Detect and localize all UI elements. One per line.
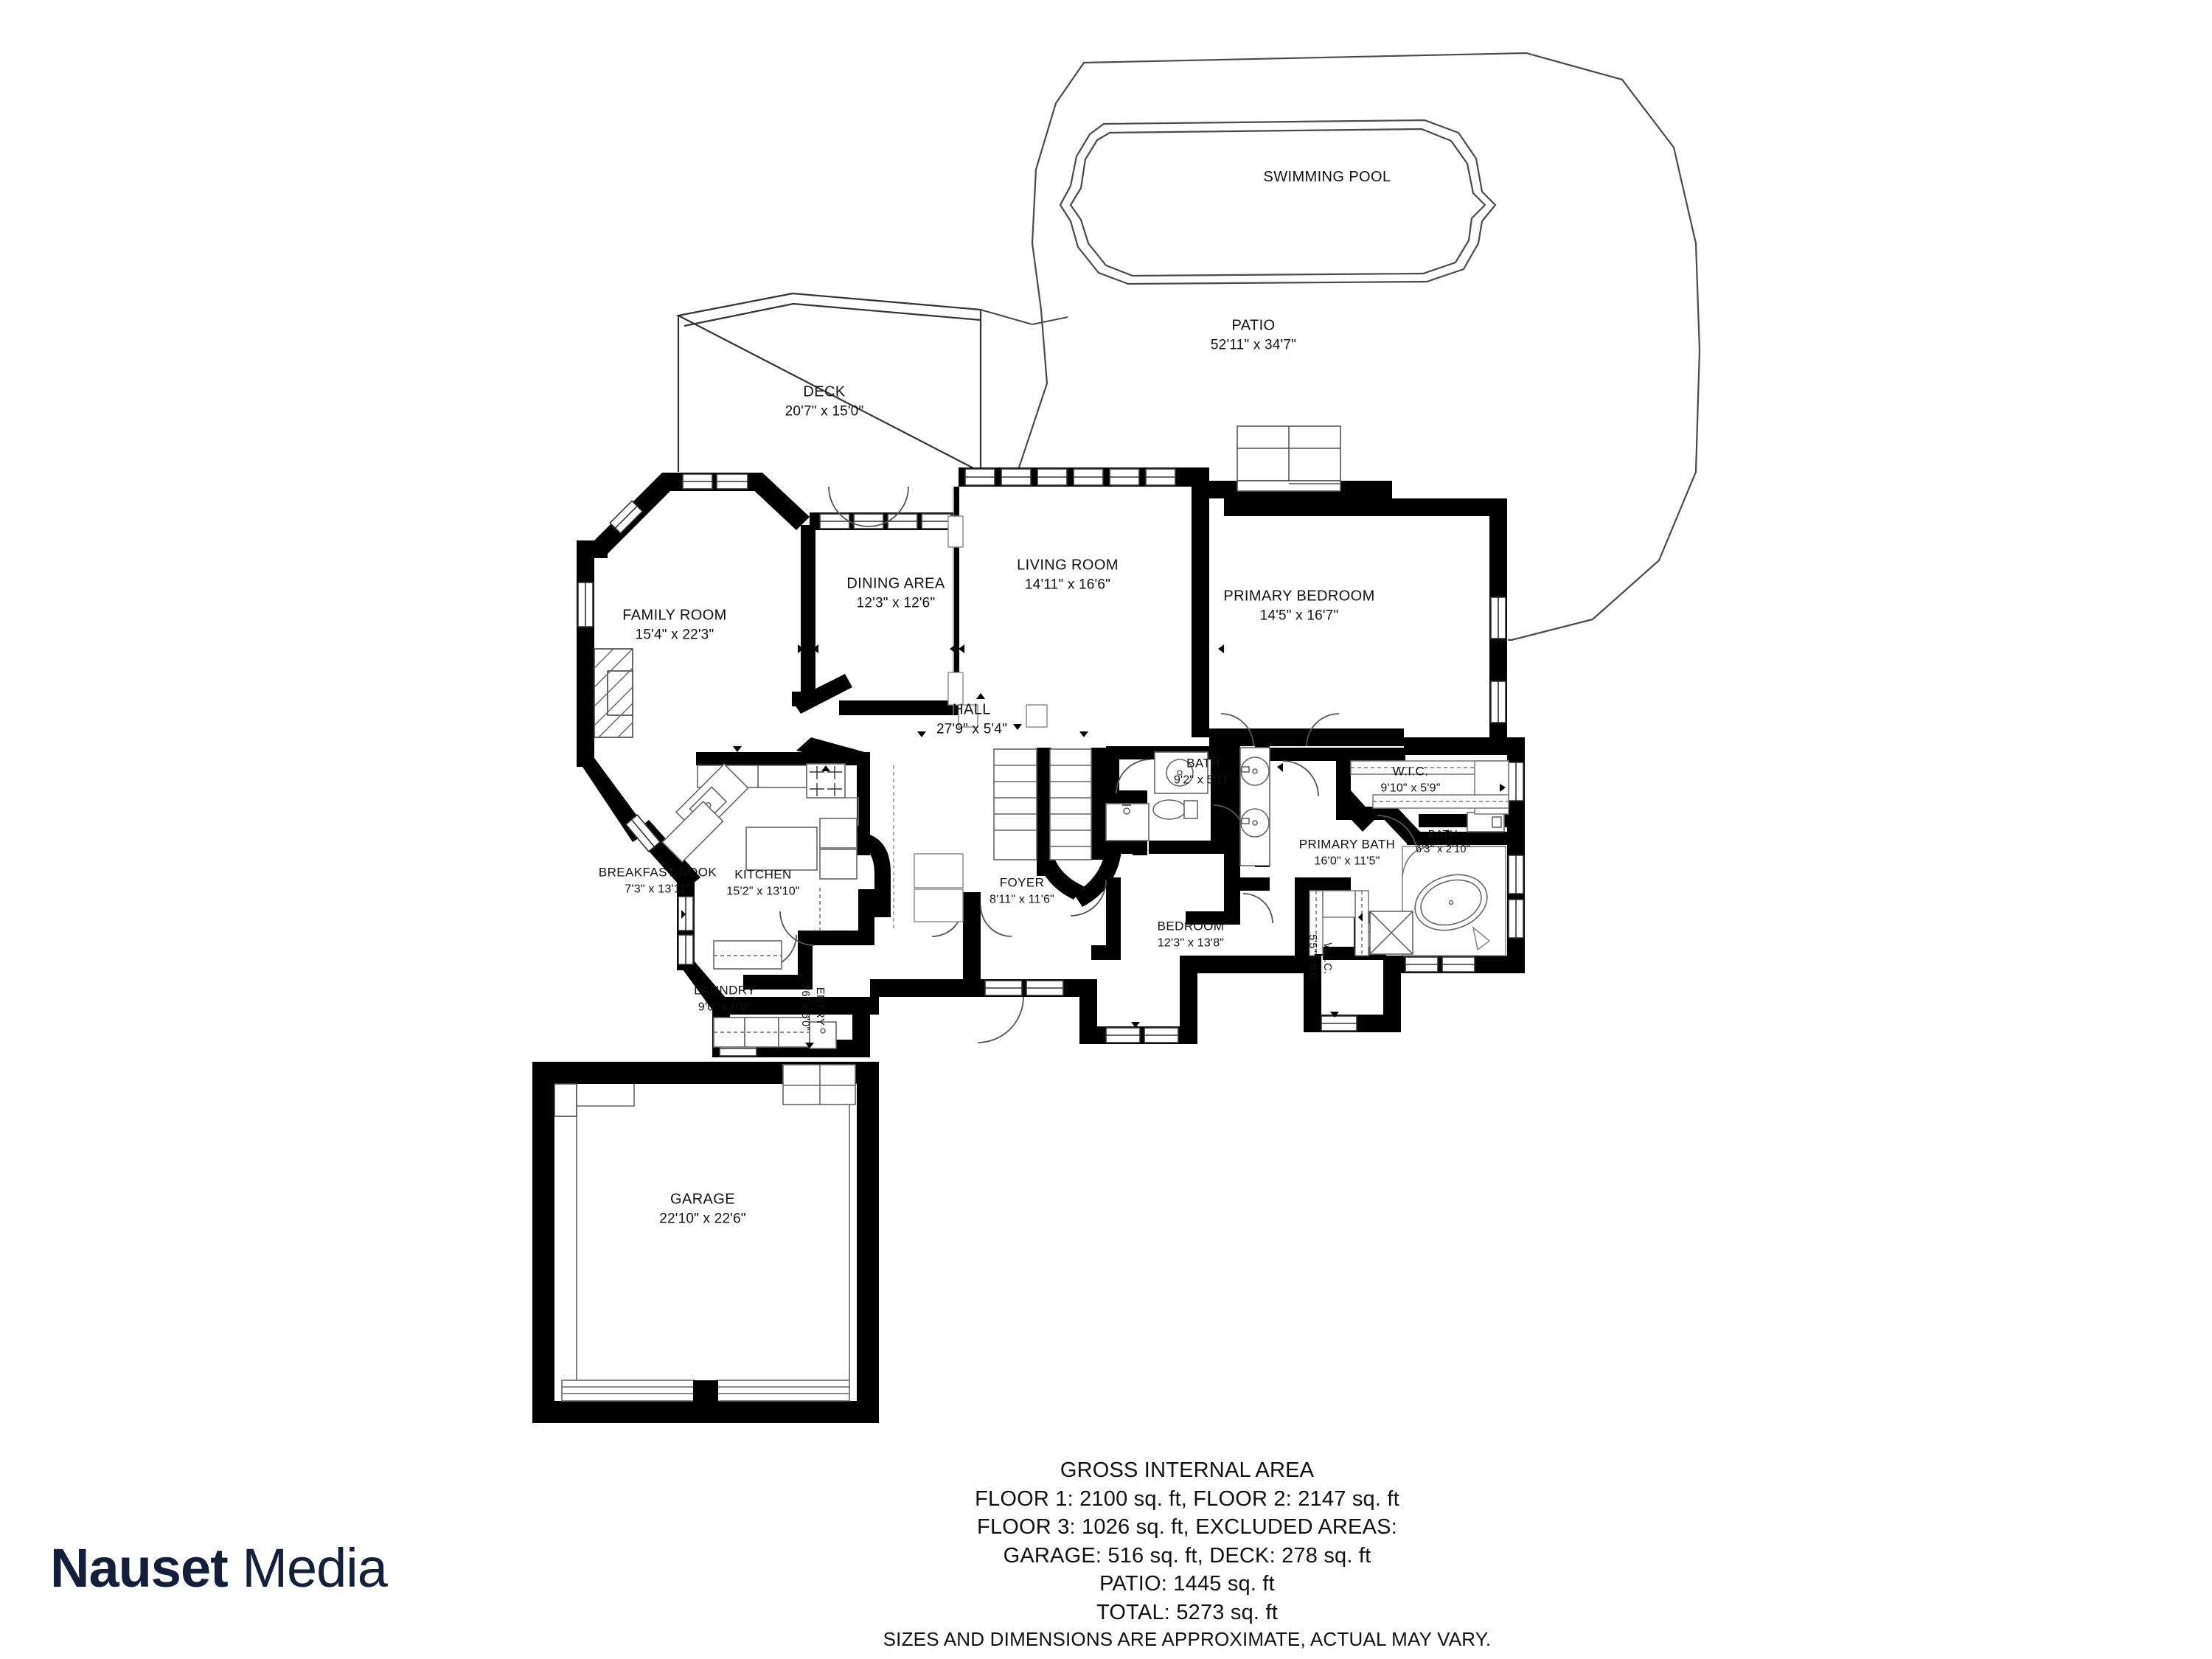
misc-thin-lines: [893, 487, 1048, 931]
nauset-media-logo: Nauset Media: [50, 1541, 388, 1596]
caption-disclaimer: SIZES AND DIMENSIONS ARE APPROXIMATE, AC…: [883, 1628, 1492, 1651]
caption-line-garage-deck: GARAGE: 516 sq. ft, DECK: 278 sq. ft: [1003, 1543, 1371, 1568]
deck-outline: [675, 292, 982, 473]
deck-patio-connector: [980, 309, 1068, 326]
kitchen-fixtures: [661, 763, 859, 931]
closet-shelving: [1309, 760, 1509, 956]
garage-inner-lines: [554, 1064, 857, 1402]
dimension-ticks: [578, 644, 1506, 1419]
area-summary-caption: GROSS INTERNAL AREA FLOOR 1: 2100 sq. ft…: [855, 1456, 1519, 1652]
caption-line-title: GROSS INTERNAL AREA: [1060, 1458, 1315, 1482]
caption-line-total: TOTAL: 5273 sq. ft: [1096, 1600, 1278, 1624]
caption-line-floor-3-excluded: FLOOR 3: 1026 sq. ft, EXCLUDED AREAS:: [977, 1515, 1397, 1540]
garage-black-step: [693, 1380, 718, 1423]
fireplace: [594, 648, 633, 738]
caption-line-patio: PATIO: 1445 sq. ft: [1099, 1572, 1275, 1596]
bath-fixtures: [1105, 747, 1506, 956]
caption-line-floor-1-2: FLOOR 1: 2100 sq. ft, FLOOR 2: 2147 sq. …: [975, 1486, 1399, 1511]
logo-text-bold: Nauset: [50, 1537, 229, 1599]
sliding-door-primary: [1237, 425, 1341, 492]
stairs: [993, 748, 1092, 860]
swimming-pool-outline: [1059, 119, 1497, 285]
laundry-fixtures: [713, 940, 837, 1049]
logo-text-light: Media: [227, 1537, 388, 1599]
